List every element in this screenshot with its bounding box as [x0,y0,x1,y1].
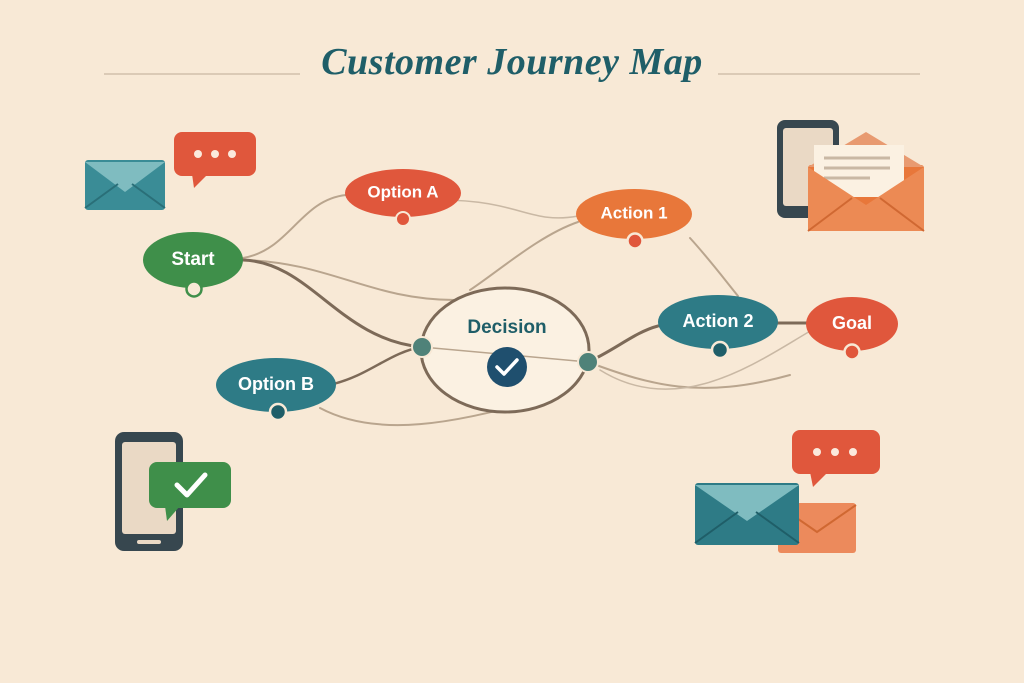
node-option-b-label: Option B [238,374,314,394]
connector-start-option-a [242,194,347,259]
decision-node[interactable]: Decision [411,286,599,414]
envelope-icon [84,160,166,210]
page-title: Customer Journey Map [321,41,703,83]
connector-option-a-action-1 [439,199,579,219]
node-goal[interactable]: Goal [806,297,898,361]
connector-decision-action-2 [586,324,660,364]
node-start[interactable]: Start [143,232,243,298]
node-goal-label: Goal [832,313,872,333]
node-start-label: Start [171,249,215,270]
node-action-1[interactable]: Action 1 [576,189,692,250]
connector-action-1-action-2 [689,237,739,297]
phone-with-envelope-icon [777,120,925,232]
connector-decision-lower [587,361,791,389]
envelope-with-chat-icon [694,430,880,553]
connectors [241,194,813,427]
node-action-2-label: Action 2 [682,311,753,331]
connector-decision-goal-lower [599,329,813,390]
connector-option-b-decision [331,345,424,386]
chat-bubble-icon [174,132,256,188]
connector-decision-action-1 [469,221,579,291]
connector-start-decision-upper [242,259,456,301]
decision-label: Decision [467,317,546,338]
decision-left-port [411,336,433,358]
decision-right-port [577,351,599,373]
node-action-2[interactable]: Action 2 [658,295,778,360]
node-action-1-label: Action 1 [600,203,667,222]
node-option-a[interactable]: Option A [345,169,461,227]
node-option-b[interactable]: Option B [216,358,336,422]
node-option-a-label: Option A [367,182,438,201]
phone-with-check-icon [115,432,231,551]
connector-start-decision [241,258,424,349]
checkmark-icon [487,347,527,387]
